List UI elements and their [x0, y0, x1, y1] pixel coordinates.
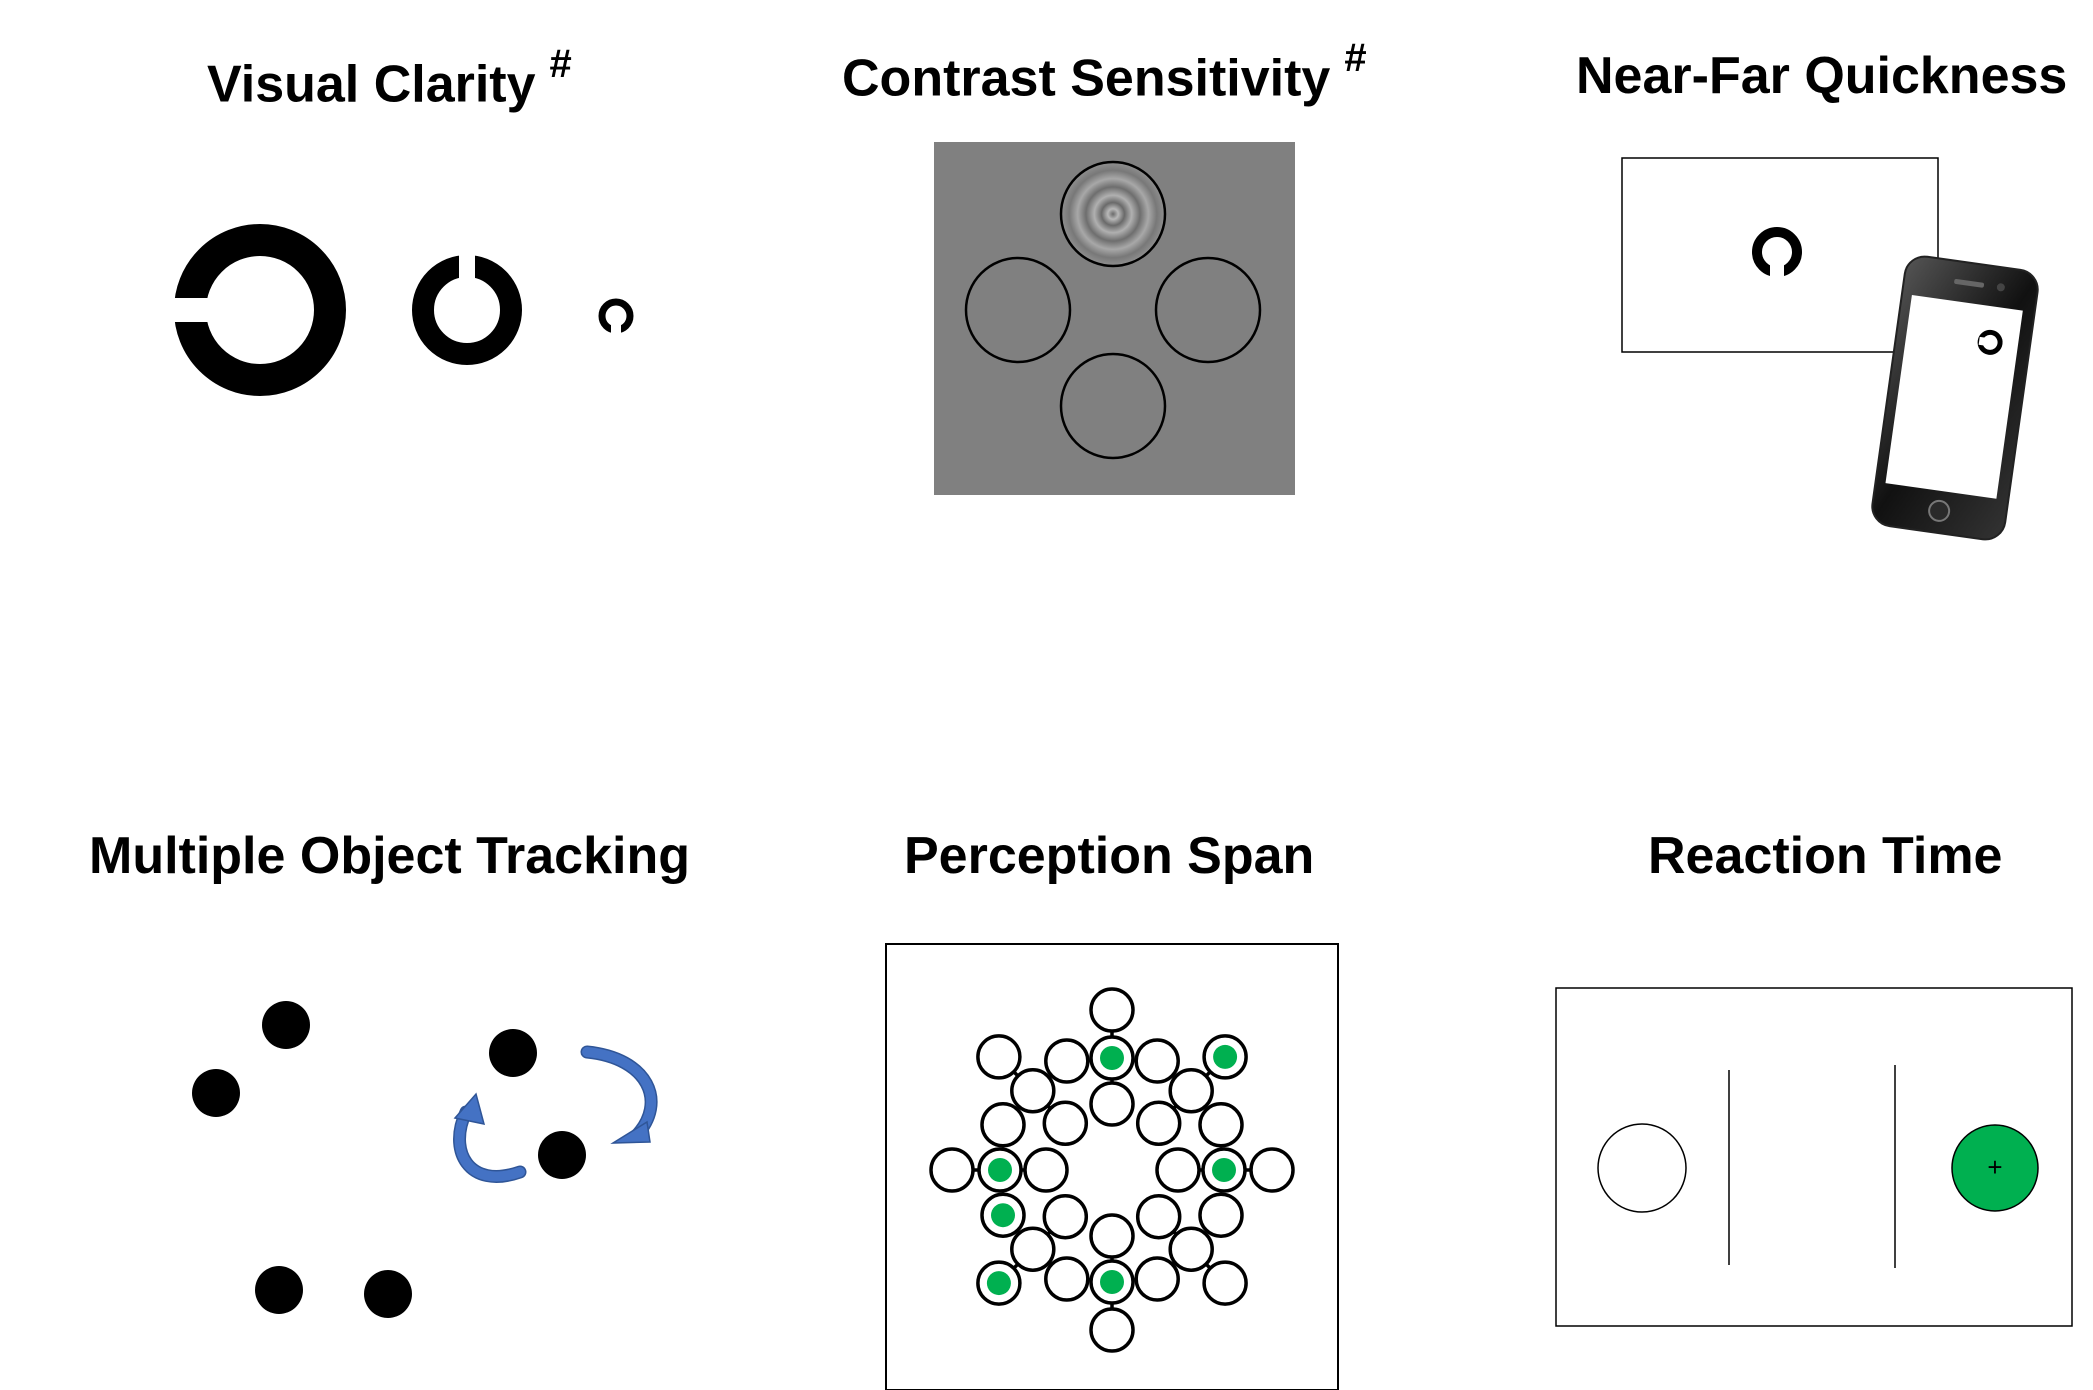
landolt-c-icon-near: [1977, 329, 2003, 355]
contrast-sensitivity-marker: #: [1344, 36, 1367, 80]
perception-span-stimulus: [885, 943, 1339, 1390]
landolt-c-icon-small: [598, 298, 634, 334]
span-target-dot: [1100, 1270, 1124, 1294]
span-circle: [1089, 1213, 1135, 1259]
span-circle: [1042, 1100, 1089, 1147]
span-circle: [1198, 1192, 1244, 1238]
span-circle: [1135, 1193, 1182, 1240]
span-target-dot: [988, 1158, 1012, 1182]
landolt-c-icon-far: [1752, 227, 1802, 280]
landolt-c-icon-large: [172, 224, 346, 396]
near-far-quickness-stimulus: [1621, 157, 2039, 541]
span-target-dot: [1100, 1046, 1124, 1070]
multiple-object-tracking-stimulus: [192, 1001, 658, 1318]
multiple-object-tracking-title: Multiple Object Tracking: [89, 830, 690, 882]
span-circle: [1249, 1147, 1295, 1193]
visual-clarity-title: Visual Clarity #: [207, 44, 572, 114]
span-circle: [1089, 987, 1135, 1033]
span-circle: [1010, 1068, 1056, 1114]
tracking-dot: [364, 1270, 412, 1318]
perception-span-title: Perception Span: [904, 830, 1314, 882]
span-circle: [1089, 1307, 1135, 1353]
visual-clarity-title-text: Visual Clarity: [207, 55, 536, 114]
span-target-dot: [1213, 1044, 1238, 1069]
far-screen: [1621, 157, 1939, 353]
reaction-time-stimulus: +: [1555, 987, 2073, 1327]
span-circle: [1134, 1038, 1180, 1084]
tracking-dot: [255, 1266, 303, 1314]
span-target-dot: [986, 1271, 1011, 1296]
span-circle: [1044, 1256, 1090, 1302]
span-circle: [1042, 1193, 1089, 1240]
response-circle-right: [1154, 256, 1262, 364]
curved-arrow-icon-right: [580, 1045, 658, 1144]
span-circle: [929, 1147, 975, 1193]
tracking-dot: [538, 1131, 586, 1179]
start-circle: [1597, 1123, 1687, 1213]
perception-span-title-text: Perception Span: [904, 827, 1315, 885]
span-circle: [1044, 1038, 1090, 1084]
tracking-dot: [192, 1069, 240, 1117]
tracking-dot: [262, 1001, 310, 1049]
near-far-quickness-title: Near-Far Quickness: [1576, 50, 2067, 102]
response-circle-left: [964, 256, 1072, 364]
circle-array: [929, 987, 1295, 1353]
contrast-sensitivity-title: Contrast Sensitivity #: [842, 38, 1367, 108]
contrast-sensitivity-stimulus: [934, 142, 1295, 495]
span-circle: [1135, 1100, 1182, 1147]
grating-patch: [1059, 160, 1167, 268]
span-circle: [1010, 1226, 1056, 1272]
span-circle: [1198, 1102, 1244, 1148]
span-circle: [1089, 1081, 1135, 1127]
reaction-time-title: Reaction Time: [1648, 830, 2002, 882]
response-circle-bottom: [1059, 352, 1167, 460]
smartphone-icon: [1871, 255, 2039, 541]
span-circle: [1155, 1147, 1201, 1193]
contrast-sensitivity-title-text: Contrast Sensitivity: [842, 49, 1331, 108]
target-circle: [1951, 1124, 2039, 1212]
span-circle: [1023, 1147, 1069, 1193]
landolt-c-icon-medium: [412, 254, 522, 365]
span-circle: [980, 1102, 1026, 1148]
span-circle: [976, 1034, 1022, 1080]
span-circle: [1168, 1226, 1214, 1272]
multiple-object-tracking-title-text: Multiple Object Tracking: [89, 827, 690, 885]
curved-arrow-icon-left: [453, 1092, 527, 1183]
span-circle: [1168, 1068, 1214, 1114]
near-far-quickness-title-text: Near-Far Quickness: [1576, 47, 2068, 105]
span-circle: [1134, 1256, 1180, 1302]
visual-clarity-stimuli: [172, 224, 634, 396]
target-cross: +: [1987, 1152, 2002, 1182]
span-target-dot: [1212, 1158, 1236, 1182]
visual-clarity-marker: #: [549, 42, 572, 86]
span-circle: [1202, 1260, 1248, 1306]
span-target-dot: [991, 1203, 1015, 1228]
reaction-time-title-text: Reaction Time: [1648, 827, 2003, 885]
tracking-dot: [489, 1029, 537, 1077]
